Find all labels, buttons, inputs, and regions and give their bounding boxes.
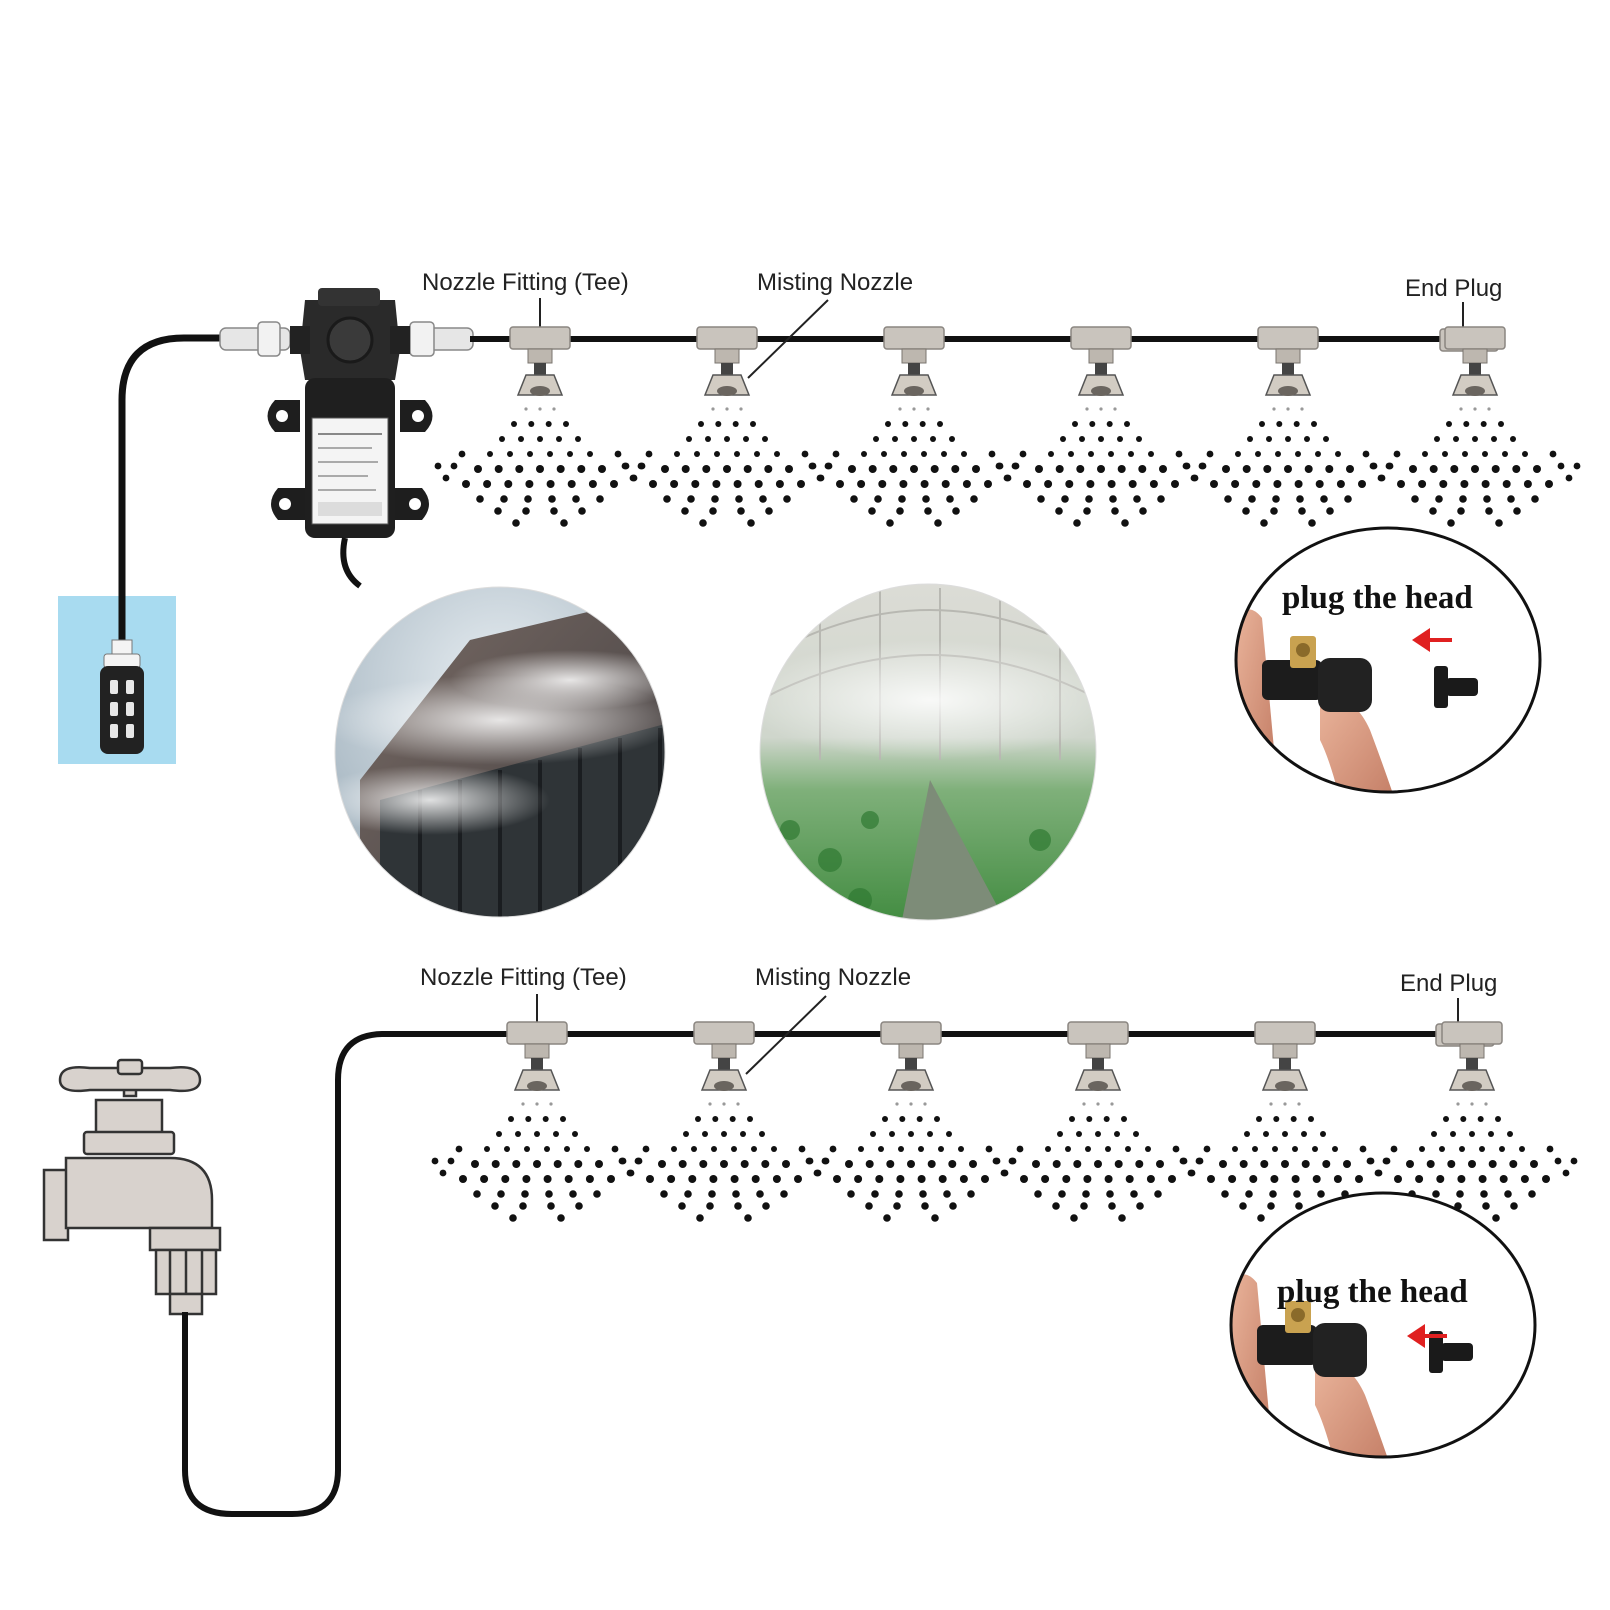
bottom-leader-nozzle	[745, 995, 827, 1075]
misting-nozzle-icon	[703, 363, 751, 396]
bottom-arrow-icon	[1407, 1324, 1447, 1348]
top-nozzle-unit	[621, 326, 833, 527]
misting-nozzle-icon	[1074, 1058, 1122, 1091]
top-plug-icon	[1434, 666, 1448, 708]
misting-nozzle-icon	[513, 1058, 561, 1091]
misting-nozzle-icon	[1264, 363, 1312, 396]
bottom-nozzle-unit	[1179, 1021, 1391, 1222]
tee-fitting-icon	[693, 1021, 755, 1045]
misting-nozzle-icon	[516, 363, 564, 396]
intake-hose	[118, 334, 232, 648]
spray-pattern	[1179, 1102, 1391, 1222]
misting-nozzle-icon	[1077, 363, 1125, 396]
top-nozzle-unit	[808, 326, 1020, 527]
top-nozzle-unit	[1369, 326, 1581, 527]
misting-nozzle-icon	[1261, 1058, 1309, 1091]
spray-pattern	[995, 407, 1207, 527]
spray-pattern	[431, 1102, 643, 1222]
tee-fitting-icon	[1070, 326, 1132, 350]
top-label-end-plug: End Plug	[1405, 275, 1502, 302]
photo-building-misting	[335, 587, 665, 917]
top-nozzle-unit	[1182, 326, 1394, 527]
tee-fitting-icon	[509, 326, 571, 350]
bottom-nozzle-unit	[1366, 1021, 1578, 1222]
top-leader-nozzle	[747, 299, 829, 379]
inset-bottom-frame	[1229, 1191, 1537, 1459]
photo-greenhouse-misting	[760, 584, 1096, 920]
spray-pattern	[808, 407, 1020, 527]
misting-nozzle-icon	[1451, 363, 1499, 396]
bottom-nozzle-row	[431, 1021, 1578, 1222]
inset-top-plug-the-head: plug the head	[1234, 526, 1542, 794]
top-arrow-icon	[1412, 628, 1452, 652]
photo-building-frame	[334, 586, 666, 918]
bottom-plug-icon	[1429, 1331, 1443, 1373]
tee-fitting-icon	[883, 326, 945, 350]
tee-fitting-icon	[1067, 1021, 1129, 1045]
spray-pattern	[1182, 407, 1394, 527]
photo-greenhouse-frame	[759, 583, 1097, 921]
spray-pattern	[1369, 407, 1581, 527]
inset-bottom-plug-the-head: plug the head	[1229, 1191, 1537, 1459]
intake-filter	[100, 639, 144, 754]
top-nozzle-unit	[434, 326, 646, 527]
spray-pattern	[618, 1102, 830, 1222]
inset-bottom-caption: plug the head	[1277, 1274, 1468, 1310]
top-nozzle-unit	[995, 326, 1207, 527]
top-label-nozzle: Misting Nozzle	[757, 269, 913, 296]
faucet-icon	[42, 1058, 222, 1316]
tee-fitting-icon	[880, 1021, 942, 1045]
bottom-nozzle-unit	[992, 1021, 1204, 1222]
bottom-label-nozzle: Misting Nozzle	[755, 964, 911, 991]
misting-nozzle-icon	[887, 1058, 935, 1091]
tee-fitting-icon	[696, 326, 758, 350]
spray-pattern	[621, 407, 833, 527]
misting-nozzle-icon	[1448, 1058, 1496, 1091]
bottom-supply-hose	[182, 1031, 512, 1517]
bottom-system: Nozzle Fitting (Tee) Misting Nozzle End …	[42, 964, 1578, 1517]
tee-fitting-icon	[506, 1021, 568, 1045]
spray-pattern	[992, 1102, 1204, 1222]
tee-fitting-icon	[1444, 326, 1506, 350]
top-label-tee: Nozzle Fitting (Tee)	[422, 269, 629, 296]
bottom-nozzle-unit	[431, 1021, 643, 1222]
bottom-nozzle-unit	[805, 1021, 1017, 1222]
top-system: Nozzle Fitting (Tee) Misting Nozzle End …	[58, 269, 1581, 764]
bottom-label-end-plug: End Plug	[1400, 970, 1497, 997]
spray-pattern	[805, 1102, 1017, 1222]
spray-pattern	[434, 407, 646, 527]
misting-nozzle-icon	[700, 1058, 748, 1091]
inset-top-caption: plug the head	[1282, 580, 1473, 616]
tee-fitting-icon	[1254, 1021, 1316, 1045]
inset-top-frame	[1234, 526, 1542, 794]
pump-icon	[219, 288, 474, 589]
misting-nozzle-icon	[890, 363, 938, 396]
bottom-label-tee: Nozzle Fitting (Tee)	[420, 964, 627, 991]
bottom-nozzle-unit	[618, 1021, 830, 1222]
tee-fitting-icon	[1257, 326, 1319, 350]
top-nozzle-row	[434, 326, 1581, 527]
tee-fitting-icon	[1441, 1021, 1503, 1045]
